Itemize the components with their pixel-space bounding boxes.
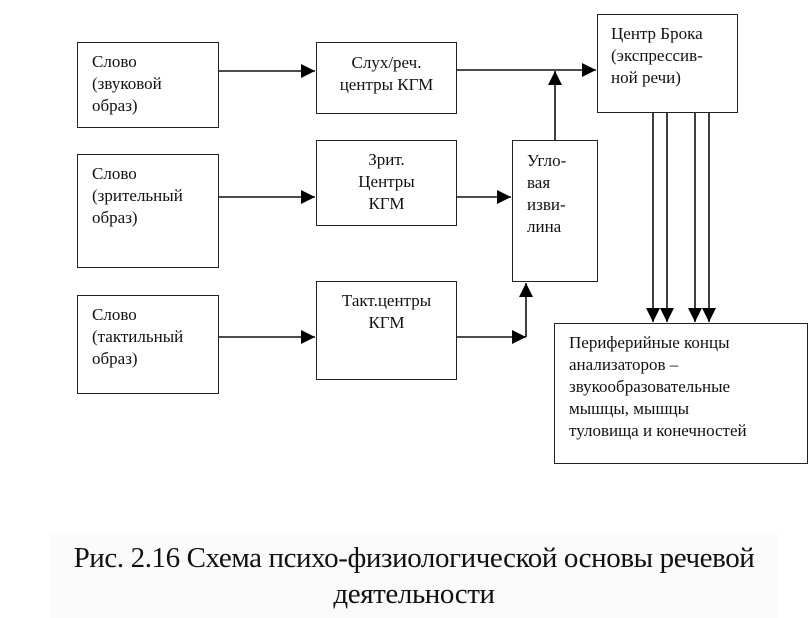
node-auditory-centers-label: Слух/реч. центры КГМ: [339, 53, 434, 94]
node-angular-gyrus-label: Угло- вая изви- лина: [527, 151, 567, 236]
node-tactile-centers: Такт.центры КГМ: [316, 281, 457, 380]
node-angular-gyrus: Угло- вая изви- лина: [512, 140, 598, 282]
caption-background: [50, 533, 778, 618]
figure-caption: Рис. 2.16 Схема психо-физиологической ос…: [73, 542, 755, 610]
node-visual-centers: Зрит. Центры КГМ: [316, 140, 457, 226]
node-word-visual: Слово (зрительный образ): [77, 154, 219, 268]
node-peripheral-ends: Периферийные концы анализаторов – звукоо…: [554, 323, 808, 464]
node-word-sound: Слово (звуковой образ): [77, 42, 219, 128]
node-broca-center-label: Центр Брока (экспрессив- ной речи): [611, 24, 703, 87]
node-peripheral-ends-label: Периферийные концы анализаторов – звукоо…: [569, 333, 747, 440]
node-word-tactile: Слово (тактильный образ): [77, 295, 219, 394]
node-word-tactile-label: Слово (тактильный образ): [92, 305, 184, 368]
node-word-sound-label: Слово (звуковой образ): [92, 52, 162, 115]
node-word-visual-label: Слово (зрительный образ): [92, 164, 183, 227]
node-visual-centers-label: Зрит. Центры КГМ: [358, 150, 415, 213]
node-tactile-centers-label: Такт.центры КГМ: [341, 291, 432, 332]
node-auditory-centers: Слух/реч. центры КГМ: [316, 42, 457, 114]
node-broca-center: Центр Брока (экспрессив- ной речи): [597, 14, 738, 113]
